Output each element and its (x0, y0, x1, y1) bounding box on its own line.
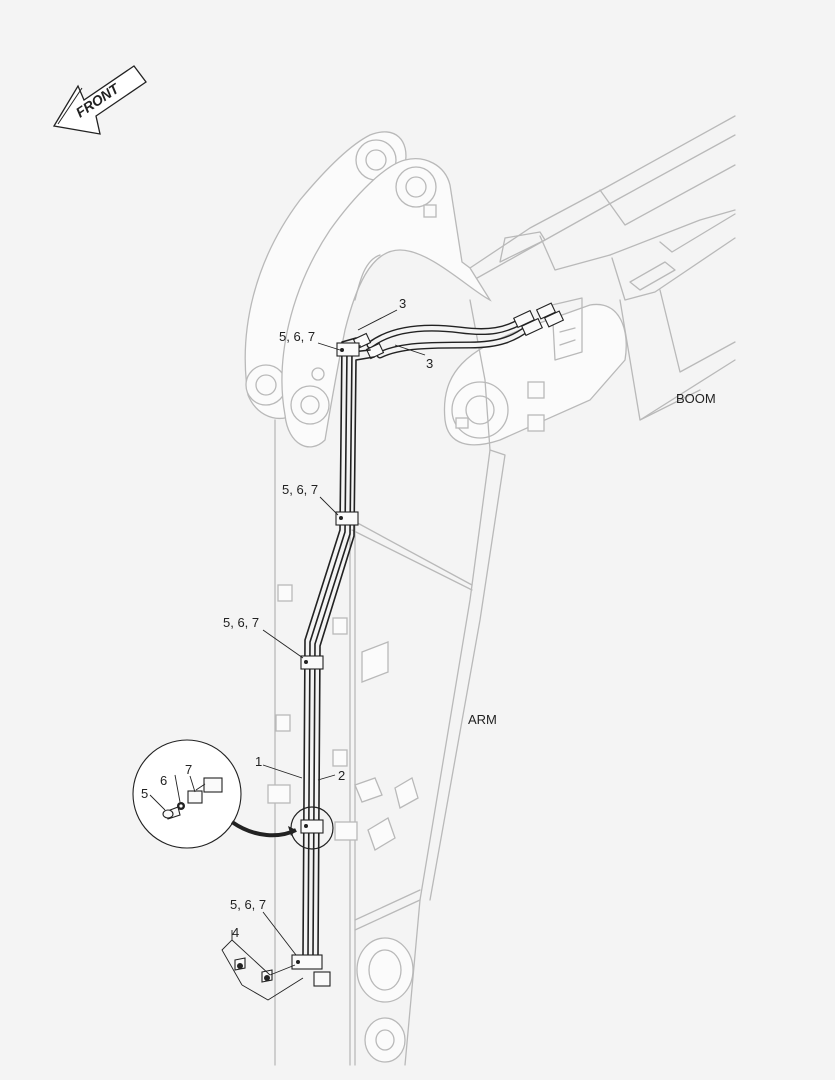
boom-label: BOOM (676, 391, 716, 406)
arm-structure (244, 131, 506, 1066)
hose-upper-2 (376, 324, 532, 359)
callout-hose-3b: 3 (426, 356, 433, 371)
leader-lines (149, 309, 426, 956)
arm-label: ARM (468, 712, 497, 727)
callout-hose-3a: 3 (399, 296, 406, 311)
hose-upper-1 (366, 318, 524, 349)
callout-clamp-top: 5, 6, 7 (279, 329, 315, 344)
callout-pipe-2: 2 (338, 768, 345, 783)
callout-clamp-lower: 5, 6, 7 (223, 615, 259, 630)
clamp-mid (335, 511, 359, 526)
callout-detail-6: 6 (160, 773, 167, 788)
clamp-top (336, 342, 360, 357)
clamp-lower (300, 655, 324, 670)
bracket-bolts (221, 930, 304, 1001)
front-arrow-icon (52, 65, 147, 135)
callout-clamp-mid: 5, 6, 7 (282, 482, 318, 497)
callout-clamp-bottom: 5, 6, 7 (230, 897, 266, 912)
callout-bracket-4: 4 (232, 925, 239, 940)
callout-detail-7: 7 (185, 762, 192, 777)
callout-detail-5: 5 (141, 786, 148, 801)
clamp-detail (290, 806, 334, 850)
detail-view (132, 739, 297, 849)
callout-pipe-1: 1 (255, 754, 262, 769)
clamp-bottom (291, 954, 331, 987)
